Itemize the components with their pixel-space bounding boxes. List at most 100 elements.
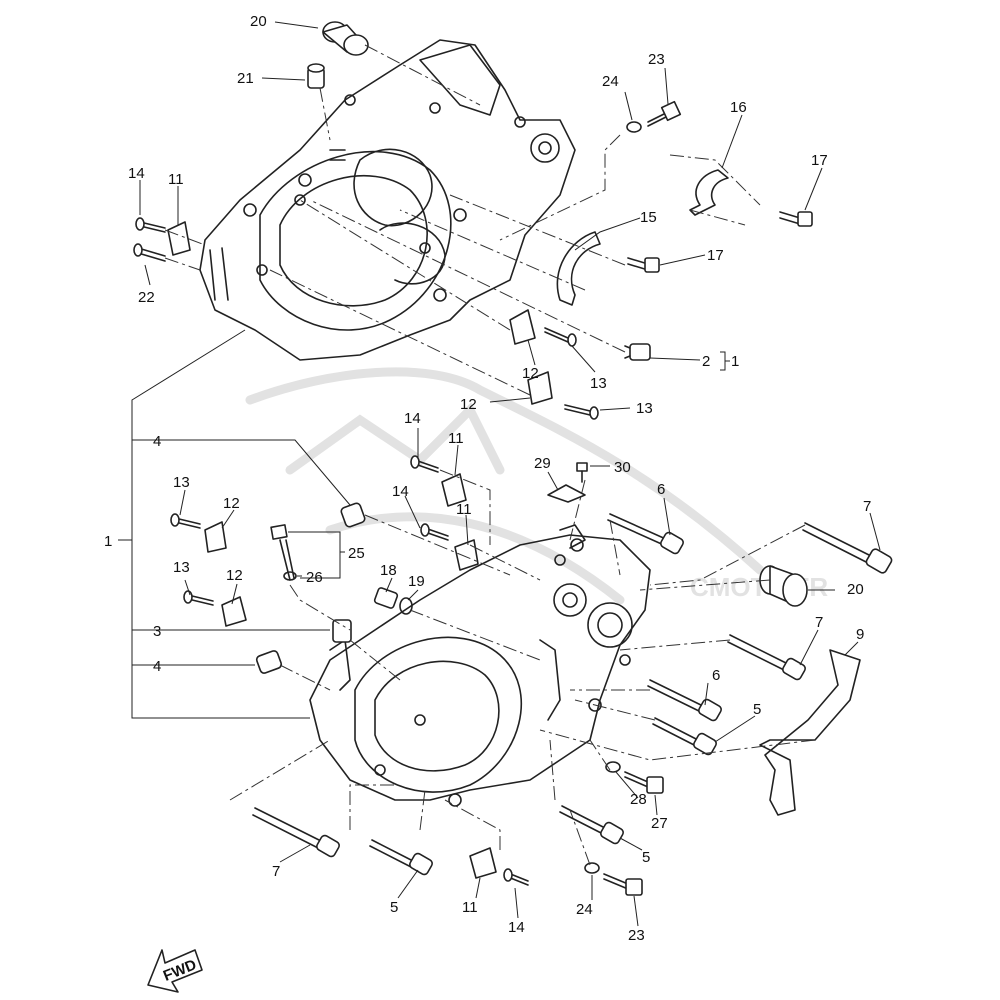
watermark-text: CMOTO.FR [690, 572, 828, 602]
part-11-clip-upper [167, 221, 191, 256]
callout-24-lower: 24 [576, 901, 593, 918]
callout-11-middle-a: 11 [448, 430, 464, 447]
callout-6-lower: 6 [712, 667, 720, 684]
callout-16: 16 [730, 99, 747, 116]
callout-30: 30 [614, 459, 631, 476]
part-17-bolt-center [627, 257, 660, 273]
callout-29: 29 [534, 455, 551, 472]
part-18-pin [373, 587, 399, 609]
callout-27: 27 [651, 815, 668, 832]
part-14-screw-upper [135, 217, 166, 233]
part-20-collar-top [322, 21, 369, 56]
callout-7-right-lower: 7 [815, 614, 823, 631]
part-26-o-ring [283, 571, 297, 581]
part-7-bolt-right-upper [802, 522, 893, 574]
callout-14-middle-a: 14 [404, 410, 421, 427]
callout-4-upper: 4 [153, 433, 161, 450]
part-12-clip-b [527, 371, 553, 405]
part-13-screw-left-a [170, 513, 201, 529]
part-5-bolt-lower-mid [369, 839, 433, 876]
part-12-clip-left-a [204, 521, 227, 553]
part-14-screw-middle-a [410, 455, 439, 473]
part-29-bracket-small [547, 484, 586, 503]
callout-17-right: 17 [811, 152, 828, 169]
callout-11-upper: 11 [168, 171, 184, 188]
part-5-bolt-lower-right [559, 805, 624, 845]
part-4-dowel-upper [340, 502, 366, 528]
part-11-clip-lower [469, 847, 497, 879]
part-13-screw-b [564, 404, 599, 420]
callout-12-left-a: 12 [223, 495, 240, 512]
callout-13-left-b: 13 [173, 559, 190, 576]
part-7-bolt-right-lower [727, 634, 806, 681]
callout-23-top: 23 [648, 51, 665, 68]
part-23-bolt-lower [603, 873, 643, 896]
callout-12-a: 12 [522, 365, 539, 382]
callout-labels: 20 21 24 23 16 17 14 11 15 17 22 2 1 12 … [104, 13, 871, 944]
callout-5-right: 5 [753, 701, 761, 718]
part-4-dowel-lower [255, 650, 283, 674]
callout-7-lower-left: 7 [272, 863, 280, 880]
part-11-clip-middle-a [441, 473, 467, 507]
part-11-clip-middle-b [454, 539, 479, 571]
callout-2-group-1: 1 [731, 353, 739, 370]
callout-28: 28 [630, 791, 647, 808]
callout-3: 3 [153, 623, 161, 640]
part-12-clip-a [509, 309, 536, 345]
callout-11-lower: 11 [462, 899, 478, 916]
callout-14-middle-b: 14 [392, 483, 409, 500]
callout-4-lower: 4 [153, 658, 161, 675]
callout-2: 2 [702, 353, 710, 370]
right-crankcase-half [309, 524, 651, 807]
part-24-washer-lower [584, 862, 600, 874]
callout-19: 19 [408, 573, 425, 590]
callout-20-top: 20 [250, 13, 267, 30]
callout-14-lower: 14 [508, 919, 525, 936]
callout-15: 15 [640, 209, 657, 226]
part-9-guard-plate [759, 649, 861, 816]
part-17-bolt-right [779, 211, 813, 227]
part-22-screw-upper [133, 243, 166, 262]
callout-24-top: 24 [602, 73, 619, 90]
part-6-bolt-upper [607, 513, 684, 555]
part-23-bolt-top [647, 100, 682, 127]
part-7-bolt-lower-left [252, 807, 340, 858]
callout-17-center: 17 [707, 247, 724, 264]
part-27-bolt [624, 771, 664, 794]
part-6-bolt-lower [647, 679, 722, 722]
assembly-lines [164, 44, 816, 866]
callout-5-lower-mid: 5 [390, 899, 398, 916]
callout-25: 25 [348, 545, 365, 562]
callout-13-left-a: 13 [173, 474, 190, 491]
part-14-screw-middle-b [420, 523, 449, 541]
callout-26: 26 [306, 569, 323, 586]
fwd-arrow-icon: FWD [147, 949, 203, 993]
left-crankcase-half [199, 39, 576, 361]
fwd-label: FWD [161, 956, 199, 985]
part-24-washer-top [626, 121, 642, 133]
callout-22: 22 [138, 289, 155, 306]
part-14-screw-lower [503, 868, 529, 886]
callout-12-left-b: 12 [226, 567, 243, 584]
callout-20-right: 20 [847, 581, 864, 598]
callout-7-right-upper: 7 [863, 498, 871, 515]
callout-12-b: 12 [460, 396, 477, 413]
part-13-screw-a [544, 327, 577, 347]
callout-21: 21 [237, 70, 254, 87]
part-5-bolt-right [652, 717, 717, 756]
callout-14-upper: 14 [128, 165, 145, 182]
callout-11-middle-b: 11 [456, 501, 472, 518]
part-21-dowel-pin [307, 63, 325, 89]
part-3-pin [332, 619, 352, 643]
callout-18: 18 [380, 562, 397, 579]
part-19-o-ring [399, 597, 413, 615]
callout-23-lower: 23 [628, 927, 645, 944]
part-15-cover-plate [556, 231, 601, 306]
callout-13-a: 13 [590, 375, 607, 392]
callout-13-b: 13 [636, 400, 653, 417]
part-2-sensor [624, 343, 651, 361]
leader-lines [118, 21, 881, 927]
callout-9: 9 [856, 626, 864, 643]
callout-5-lower-right: 5 [642, 849, 650, 866]
